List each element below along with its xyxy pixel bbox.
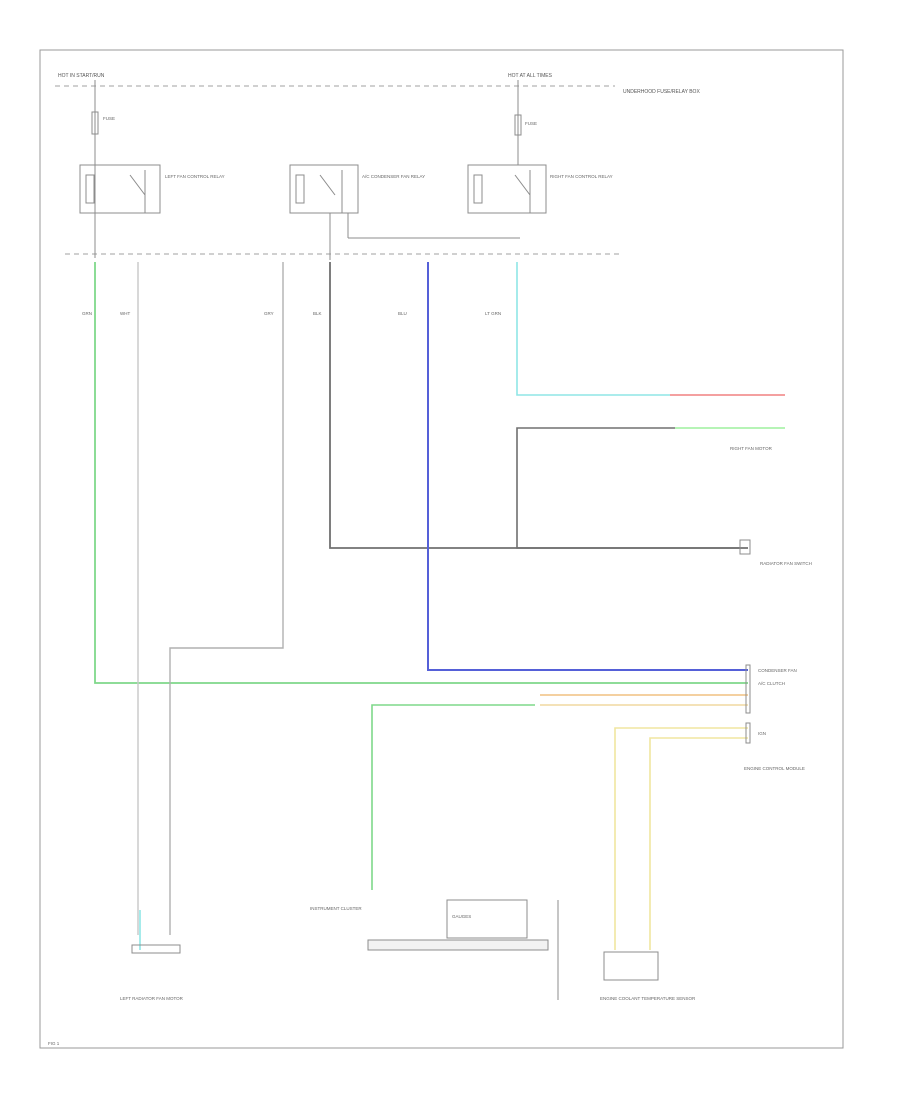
fuse-left-icon — [91, 111, 99, 135]
wire-yellow-1 — [614, 727, 748, 950]
wire-green-main — [94, 262, 748, 684]
fuse-right-icon — [514, 114, 522, 136]
label-wire-blu: BLU — [398, 311, 407, 316]
wire-black-main — [329, 262, 748, 549]
diagram-frame — [39, 49, 844, 1049]
label-relay-right: RIGHT FAN CONTROL RELAY — [550, 174, 613, 179]
label-wire-gry: GRY — [264, 311, 274, 316]
label-ecm-pin-b: A/C CLUTCH — [758, 681, 785, 686]
label-wire-ltgrn: LT GRN — [485, 311, 501, 316]
label-fuse-left: FUSE — [103, 116, 115, 121]
ecm-connector-icon — [745, 664, 751, 714]
wire-cyan-main — [516, 262, 670, 396]
label-ecm-pin-c: IGN — [758, 731, 766, 736]
label-cluster-box: GAUGES — [452, 914, 471, 919]
label-left-fan-motor: LEFT RADIATOR FAN MOTOR — [120, 996, 184, 1001]
ecm-connector-lower-icon — [745, 722, 751, 744]
label-hot-in-run: HOT IN START/RUN — [58, 73, 105, 79]
relay-center-icon — [289, 164, 359, 214]
label-underhood-fuse-box: UNDERHOOD FUSE/RELAY BOX — [623, 89, 700, 95]
label-radiator-fan-switch: RADIATOR FAN SWITCH — [760, 561, 812, 566]
label-footnote: FIG 1 — [48, 1041, 60, 1046]
fan-switch-connector-icon — [739, 539, 751, 555]
wire-black-loop — [516, 427, 740, 549]
cluster-box-icon — [446, 899, 528, 939]
label-ecm-pin-a: CONDENSER FAN — [758, 668, 797, 673]
label-wire-blk: BLK — [313, 311, 322, 316]
label-fuse-right: FUSE — [525, 121, 537, 126]
wire-gray-main — [169, 262, 284, 935]
instrument-cluster-icon — [367, 939, 549, 951]
label-hot-at-all-times: HOT AT ALL TIMES — [508, 73, 553, 79]
label-instrument-cluster: INSTRUMENT CLUSTER — [310, 906, 362, 911]
label-wire-wht: WHT — [120, 311, 130, 316]
coolant-sensor-icon — [603, 951, 659, 981]
label-sensor: ENGINE COOLANT TEMPERATURE SENSOR — [600, 996, 696, 1001]
relay-left-icon — [79, 164, 161, 214]
relay-right-icon — [467, 164, 547, 214]
label-right-fan-motor: RIGHT FAN MOTOR — [730, 446, 773, 451]
left-fan-connector-icon — [131, 944, 181, 954]
label-wire-grn: GRN — [82, 311, 92, 316]
label-relay-left: LEFT FAN CONTROL RELAY — [165, 174, 225, 179]
label-ecm-block: ENGINE CONTROL MODULE — [744, 766, 805, 771]
label-relay-center: A/C CONDENSER FAN RELAY — [362, 174, 425, 179]
wire-blue-main — [427, 262, 748, 671]
wire-yellow-2 — [649, 737, 748, 950]
wire-green-ecm — [371, 704, 535, 890]
